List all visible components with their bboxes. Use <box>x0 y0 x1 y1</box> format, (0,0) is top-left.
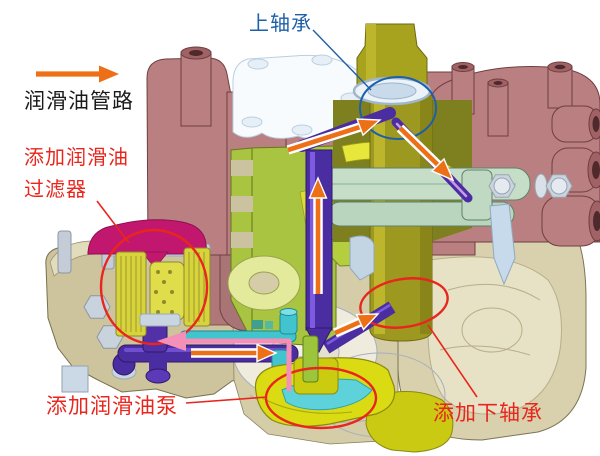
guide-pin <box>489 203 516 286</box>
legend-label: 润滑油管路 <box>24 90 134 113</box>
flow-arrow-right-icon <box>191 343 278 363</box>
filter-label-line2: 过滤器 <box>24 178 87 201</box>
lower-bearing-label: 添加下轴承 <box>433 402 543 425</box>
legend-flow-arrow-icon <box>36 65 119 83</box>
pump-drive-rod <box>302 335 319 383</box>
pump-highlight-ellipse <box>264 366 378 430</box>
upper-bearing-highlight-ellipse <box>359 76 437 140</box>
flow-arrow-upper-left-icon <box>286 118 382 155</box>
leader-line-pump <box>185 396 268 404</box>
flow-arrow-down-right-icon <box>396 124 455 182</box>
gear-shafts <box>317 167 573 286</box>
leader-line-filter <box>96 200 130 244</box>
annotations: 润滑油管路 上轴承 添加润滑油 过滤器 添加润滑油泵 添加下轴承 <box>24 12 543 430</box>
lower-bearing-highlight-ellipse <box>359 277 449 329</box>
flow-arrow-up-icon <box>308 176 328 294</box>
leader-line-lower-bearing <box>427 324 478 398</box>
upper-bearing-label: 上轴承 <box>249 12 312 35</box>
pink-suction-arrow-icon <box>157 331 292 391</box>
pump-label: 添加润滑油泵 <box>46 395 178 418</box>
filter-highlight-ellipse <box>99 228 209 346</box>
leader-line-upper-bearing <box>312 29 372 91</box>
flow-arrow-lower-bearing-icon <box>333 313 380 338</box>
filter-label-line1: 添加润滑油 <box>24 146 129 169</box>
